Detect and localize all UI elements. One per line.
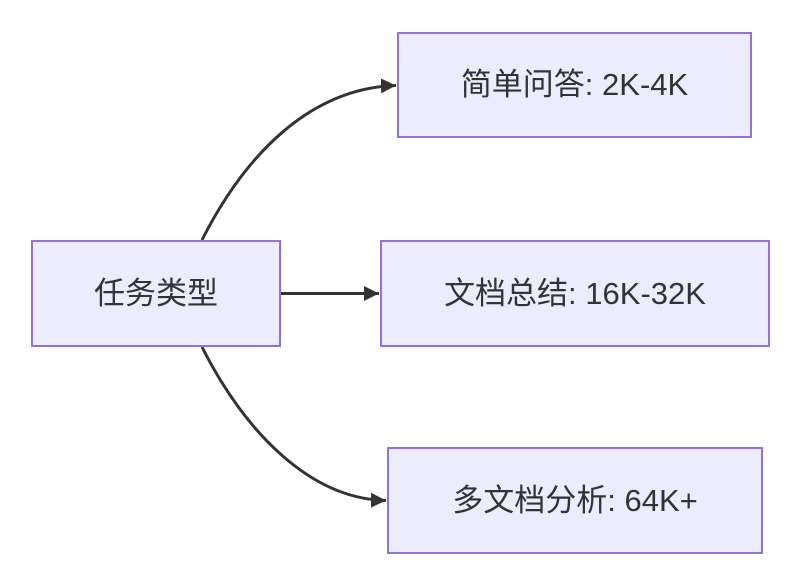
node-simple-qa: 简单问答: 2K-4K — [397, 32, 752, 138]
node-multi-doc-label: 多文档分析: 64K+ — [452, 482, 698, 518]
node-doc-summary: 文档总结: 16K-32K — [380, 240, 770, 347]
node-simple-qa-label: 简单问答: 2K-4K — [460, 67, 689, 103]
node-task-type-label: 任务类型 — [94, 275, 218, 311]
edge-task-type-to-multi-doc — [200, 346, 387, 508]
node-doc-summary-label: 文档总结: 16K-32K — [444, 275, 706, 311]
node-task-type: 任务类型 — [31, 240, 281, 347]
node-multi-doc: 多文档分析: 64K+ — [387, 447, 763, 554]
edge-task-type-to-simple-qa — [200, 78, 397, 241]
